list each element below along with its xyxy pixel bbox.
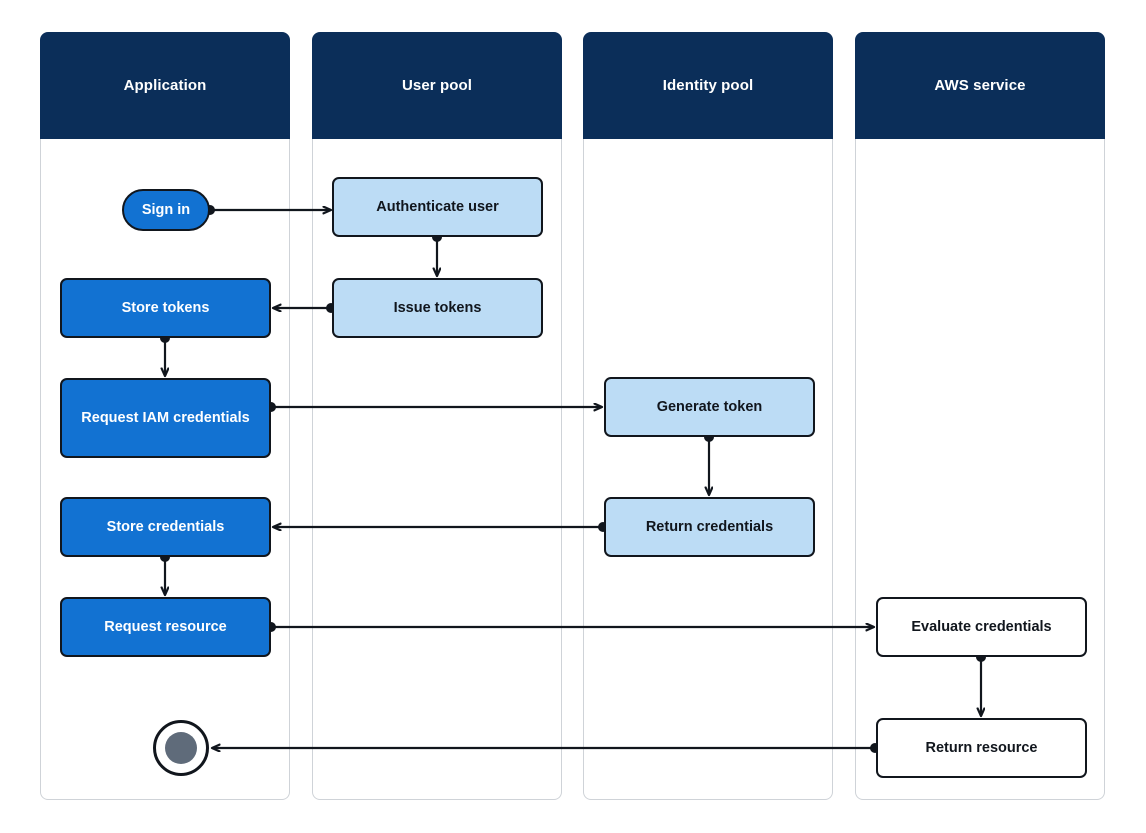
node-request-resource[interactable]: Request resource xyxy=(60,597,271,657)
node-label-evaluate-credentials: Evaluate credentials xyxy=(911,618,1052,635)
node-return-credentials[interactable]: Return credentials xyxy=(604,497,815,557)
node-end[interactable] xyxy=(153,720,209,776)
node-label-issue-tokens: Issue tokens xyxy=(393,299,482,316)
node-store-credentials[interactable]: Store credentials xyxy=(60,497,271,557)
lane-header-aws-service[interactable]: AWS service xyxy=(855,32,1105,139)
node-label-request-iam-credentials: Request IAM credentials xyxy=(81,409,250,426)
node-issue-tokens[interactable]: Issue tokens xyxy=(332,278,543,338)
lane-header-identity-pool[interactable]: Identity pool xyxy=(583,32,833,139)
node-generate-token[interactable]: Generate token xyxy=(604,377,815,437)
lane-body-identity-pool xyxy=(583,139,833,800)
lane-title-aws-service: AWS service xyxy=(934,77,1026,94)
node-return-resource[interactable]: Return resource xyxy=(876,718,1087,778)
lane-header-user-pool[interactable]: User pool xyxy=(312,32,562,139)
node-label-sign-in: Sign in xyxy=(141,202,191,218)
node-label-return-credentials: Return credentials xyxy=(645,518,774,535)
node-label-return-resource: Return resource xyxy=(925,739,1038,756)
node-sign-in[interactable]: Sign in xyxy=(122,189,210,231)
node-label-store-tokens: Store tokens xyxy=(121,299,210,316)
lane-title-user-pool: User pool xyxy=(401,77,473,94)
lane-title-application: Application xyxy=(123,77,207,94)
lane-body-application xyxy=(40,139,290,800)
end-node-core xyxy=(165,732,197,764)
node-label-store-credentials: Store credentials xyxy=(106,518,225,535)
lane-body-user-pool xyxy=(312,139,562,800)
node-label-request-resource: Request resource xyxy=(104,618,227,635)
lane-title-identity-pool: Identity pool xyxy=(662,77,754,94)
node-store-tokens[interactable]: Store tokens xyxy=(60,278,271,338)
lane-body-aws-service xyxy=(855,139,1105,800)
node-label-authenticate-user: Authenticate user xyxy=(376,198,499,215)
lane-header-application[interactable]: Application xyxy=(40,32,290,139)
node-authenticate-user[interactable]: Authenticate user xyxy=(332,177,543,237)
node-label-generate-token: Generate token xyxy=(656,398,763,415)
node-request-iam-credentials[interactable]: Request IAM credentials xyxy=(60,378,271,458)
node-evaluate-credentials[interactable]: Evaluate credentials xyxy=(876,597,1087,657)
